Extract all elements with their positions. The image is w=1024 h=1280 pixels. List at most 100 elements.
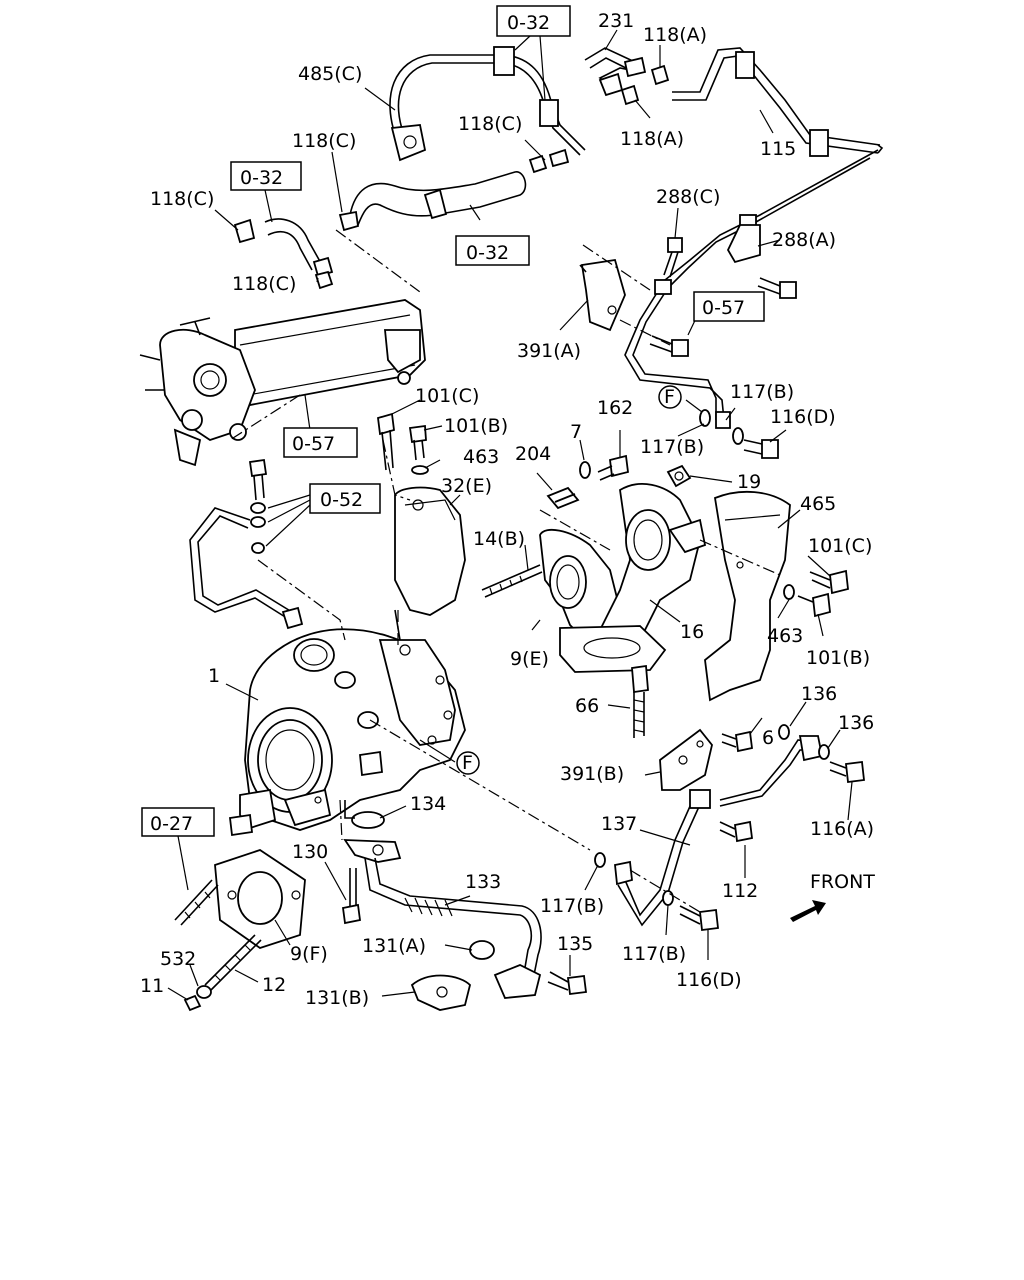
heat-shield-465 — [704, 490, 791, 702]
hose-0-32-mid — [338, 171, 527, 232]
label-101c-b: 101(C) — [808, 535, 872, 557]
ref-box-0-32-left — [230, 161, 302, 191]
ref-circle-f-lower — [456, 751, 480, 775]
label-463-a: 463 — [463, 446, 499, 468]
hardware-136 — [778, 724, 865, 784]
label-131a: 131(A) — [362, 935, 426, 957]
label-485c: 485(C) — [298, 63, 362, 85]
turbocharger-1 — [229, 609, 466, 837]
leader-lines — [167, 29, 853, 1001]
label-532: 532 — [160, 948, 196, 970]
label-116d-a: 116(D) — [770, 406, 836, 428]
label-136-b: 136 — [838, 712, 874, 734]
bracket-288a — [726, 224, 761, 264]
ref-box-0-57-left — [283, 427, 358, 458]
label-288c: 288(C) — [656, 186, 720, 208]
label-11: 11 — [140, 975, 164, 997]
label-front: FRONT — [810, 871, 875, 893]
hardware-117b-116d — [699, 409, 779, 459]
label-f-top: F — [664, 386, 675, 408]
bolts-101-right — [783, 569, 849, 618]
bracket-391b — [659, 728, 713, 791]
label-130: 130 — [292, 841, 328, 863]
label-6: 6 — [762, 727, 774, 749]
label-117b-c: 117(B) — [540, 895, 604, 917]
label-204: 204 — [515, 443, 551, 465]
nut-19 — [666, 464, 692, 488]
label-101b-b: 101(B) — [806, 647, 870, 669]
pipe-long-feed — [624, 149, 879, 429]
bracket-391a — [579, 258, 626, 332]
pipe-485c — [389, 46, 586, 174]
ref-circle-f-top — [658, 385, 682, 409]
stud-14b — [481, 564, 543, 598]
bolts-101 — [377, 412, 429, 475]
label-118c-c: 118(C) — [150, 188, 214, 210]
exhaust-manifold-16 — [539, 483, 707, 673]
ref-box-0-32-top — [496, 5, 571, 37]
label-463-b: 463 — [767, 625, 803, 647]
label-14b: 14(B) — [473, 528, 525, 550]
oil-return-pipe-133 — [343, 839, 542, 999]
label-32e: 32(E) — [441, 475, 492, 497]
stud-bolts-0-52 — [248, 458, 268, 554]
label-101c-a: 101(C) — [415, 385, 479, 407]
callout-labels: 0-32 231 118(A) 485(C) 118(C) 118(A) 115… — [140, 10, 875, 1009]
label-0-32-left: 0-32 — [240, 167, 283, 189]
label-118a-top: 118(A) — [643, 24, 707, 46]
gasket-9f — [214, 849, 306, 949]
stud-66 — [631, 664, 649, 738]
label-118a-mid: 118(A) — [620, 128, 684, 150]
dashed-center-lines — [229, 229, 781, 913]
oil-feed-pipe-0-52 — [189, 507, 304, 630]
ref-box-0-52 — [309, 483, 381, 514]
label-0-27: 0-27 — [150, 813, 193, 835]
hose-231 — [584, 47, 647, 97]
spacer-204 — [546, 486, 580, 510]
label-231: 231 — [598, 10, 634, 32]
label-117b-d: 117(B) — [622, 943, 686, 965]
label-66: 66 — [575, 695, 599, 717]
label-118c-b: 118(C) — [292, 130, 356, 152]
ref-box-0-32-mid — [455, 235, 530, 266]
hardware-117b-116d-lower — [594, 852, 719, 932]
label-162: 162 — [597, 397, 633, 419]
stud-0-27 — [174, 879, 219, 926]
ref-box-0-57-right — [693, 291, 765, 322]
label-12: 12 — [262, 974, 286, 996]
label-115: 115 — [760, 138, 796, 160]
label-135: 135 — [557, 933, 593, 955]
heat-shield-32e — [394, 486, 466, 616]
label-0-57-left: 0-57 — [292, 433, 335, 455]
label-112: 112 — [722, 880, 758, 902]
label-137: 137 — [601, 813, 637, 835]
label-131b: 131(B) — [305, 987, 369, 1009]
label-465: 465 — [800, 493, 836, 515]
bolt-135 — [547, 971, 588, 996]
ref-box-0-27 — [141, 807, 215, 837]
label-1: 1 — [208, 665, 220, 687]
nut-washer-11-532 — [183, 985, 212, 1012]
label-f-lower: F — [462, 752, 473, 774]
bolts-288 — [649, 237, 797, 357]
label-0-52: 0-52 — [320, 489, 363, 511]
bolt-130 — [341, 868, 362, 925]
label-118c-d: 118(C) — [232, 273, 296, 295]
label-136-a: 136 — [801, 683, 837, 705]
label-117b-b: 117(B) — [640, 436, 704, 458]
gasket-134 — [344, 800, 385, 829]
label-7: 7 — [570, 421, 582, 443]
label-19: 19 — [737, 471, 761, 493]
label-118c-a: 118(C) — [458, 113, 522, 135]
label-9e: 9(E) — [510, 648, 549, 670]
label-101b-a: 101(B) — [444, 415, 508, 437]
pipe-115 — [672, 47, 884, 157]
egr-cooler — [139, 299, 426, 467]
front-arrow-icon — [790, 900, 826, 922]
label-0-57-right: 0-57 — [702, 297, 745, 319]
hose-0-32-left — [233, 218, 334, 290]
washer-7-bolt-162 — [579, 454, 629, 481]
label-391b: 391(B) — [560, 763, 624, 785]
pipe-137 — [614, 735, 824, 927]
